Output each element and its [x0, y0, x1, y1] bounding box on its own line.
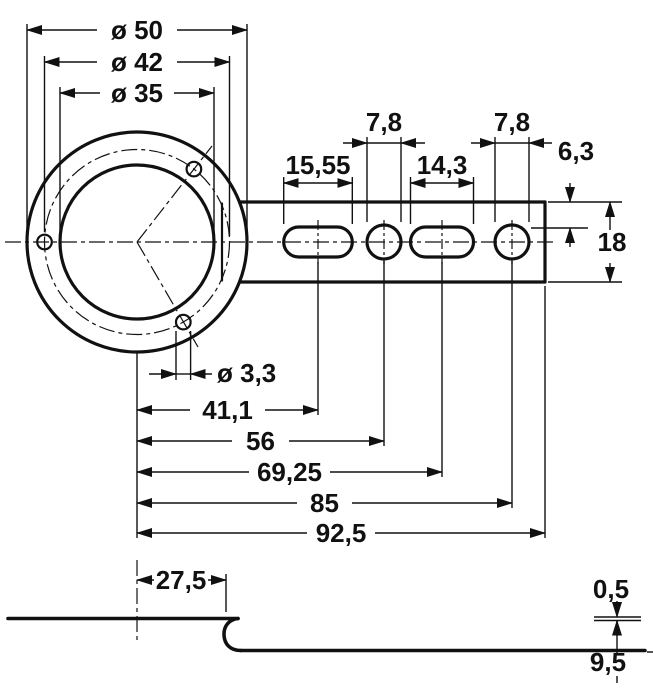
arm-slot-2 [408, 225, 476, 259]
dim-small-hole-dia-label: ø 3,3 [217, 358, 276, 388]
dimension-labels: ø 50 ø 42 ø 35 15,55 7,8 14,3 7,8 6,3 18… [111, 15, 629, 677]
side-joggle-bend [222, 616, 243, 653]
dim-chain-41-1-label: 41,1 [202, 395, 253, 425]
dim-chain-56-label: 56 [246, 426, 275, 456]
part-outline-side-view [6, 616, 647, 653]
dim-dia42-label: ø 42 [111, 47, 163, 77]
dim-chain-92-5-label: 92,5 [316, 518, 367, 548]
dimension-lines [26, 25, 622, 683]
mount-hole-left [36, 233, 53, 251]
dim-arm-height-label: 18 [598, 227, 627, 257]
dim-bend-offset-label: 27,5 [156, 565, 207, 595]
arm-hole-1 [365, 223, 403, 261]
mount-hole-upper [185, 160, 203, 178]
arm-hole-2 [493, 223, 531, 261]
dim-hole1-dia-label: 7,8 [366, 107, 402, 137]
extension-lines [26, 24, 653, 653]
arm-slot-1 [282, 225, 354, 259]
dim-hole2-dia-label: 7,8 [494, 107, 530, 137]
dim-thickness-label: 0,5 [593, 574, 629, 604]
dim-slot2-length-label: 14,3 [417, 150, 468, 180]
dim-dia35-label: ø 35 [111, 78, 163, 108]
dim-slot1-length-label: 15,55 [285, 150, 350, 180]
dim-chain-85-label: 85 [310, 488, 339, 518]
dim-edge-offset-label: 6,3 [558, 136, 594, 166]
dim-step-height-label: 9,5 [590, 647, 626, 677]
mount-hole-lower [174, 313, 192, 331]
dim-chain-69-25-label: 69,25 [257, 457, 322, 487]
dim-dia50-label: ø 50 [111, 15, 163, 45]
flange-bore-circle [58, 163, 216, 321]
label-backing [586, 653, 630, 676]
